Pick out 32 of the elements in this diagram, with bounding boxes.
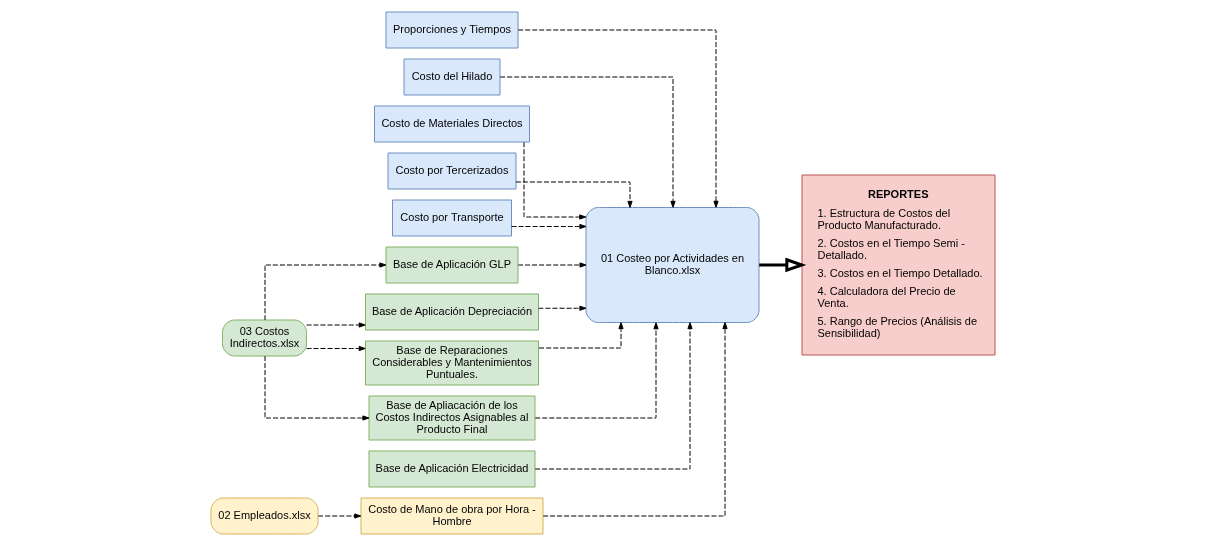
arrow: [542, 322, 728, 517]
arrow: [499, 76, 676, 208]
node-box: Base de Aplicación Electricidad: [368, 450, 536, 488]
node-box: Costo de Mano de obra por Hora - Hombre: [360, 497, 544, 535]
arrow: [534, 322, 659, 419]
arrow: [264, 355, 370, 421]
node-box: REPORTES 1. Estructura de Costos del Producto Manufacturado. 2. Costos en el Tiempo Semi - Detallado. 3. Costos en el Tiempo Detallado. 4. Calculadora del Precio de Venta. 5. Rango de Precios (Análisis de Sensibilidad): [801, 174, 996, 356]
node-box: 03 Costos Indirectos.xlsx: [222, 319, 307, 357]
arrow: [517, 29, 719, 208]
node-box: Base de Apliacación de los Costos Indirectos Asignables al Producto Final: [368, 395, 536, 441]
node-box: Costo del Hilado: [403, 58, 501, 96]
node-box: Base de Reparaciones Considerables y Mantenimientos Puntuales.: [365, 340, 539, 386]
node-box: Costo por Transporte: [392, 199, 512, 237]
arrow: [515, 181, 633, 208]
node-box: Base de Aplicación GLP: [385, 246, 519, 284]
node-box: 01 Costeo por Actividades en Blanco.xlsx: [585, 207, 760, 323]
arrow: [523, 141, 587, 220]
arrow: [511, 223, 587, 230]
arrow: [317, 513, 362, 519]
node-box: 02 Empleados.xlsx: [210, 497, 319, 535]
arrow: [306, 345, 366, 352]
arrow: [759, 257, 807, 273]
arrow: [538, 322, 624, 349]
arrow: [306, 322, 366, 328]
node-box: Costo de Materiales Directos: [374, 105, 530, 143]
arrow: [264, 262, 387, 321]
node-box: Proporciones y Tiempos: [385, 11, 519, 49]
node-box: Costo por Tercerizados: [387, 152, 517, 190]
arrow: [534, 322, 693, 470]
node-box: Base de Aplicación Depreciación: [365, 293, 539, 331]
arrow: [517, 262, 587, 268]
arrow: [538, 305, 587, 311]
